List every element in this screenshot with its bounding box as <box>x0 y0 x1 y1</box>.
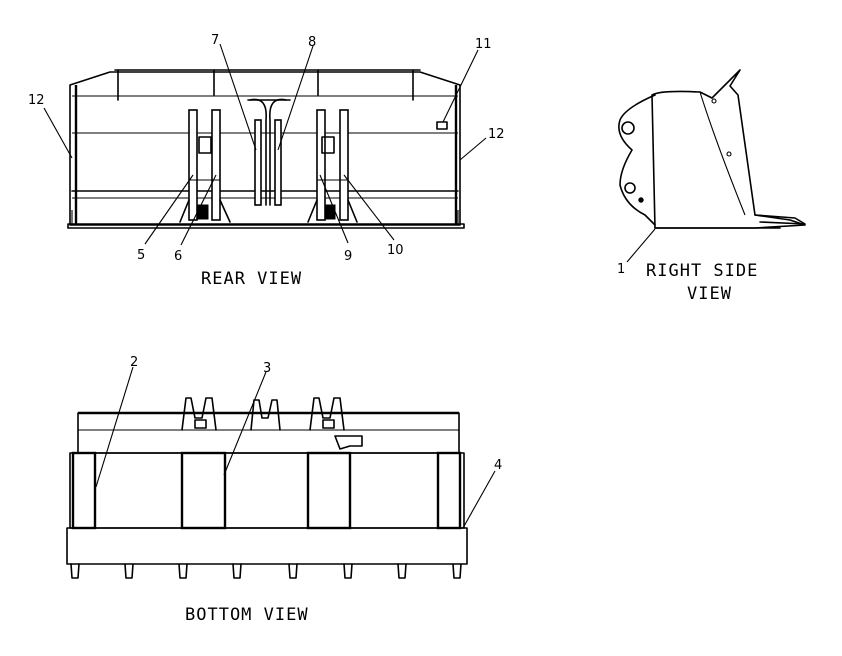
callout-6: 6 <box>174 249 182 264</box>
callout-9: 9 <box>344 249 352 264</box>
callout-1: 1 <box>617 262 625 277</box>
callout-3: 3 <box>263 361 271 376</box>
bucket-teeth <box>70 563 462 579</box>
callout-11: 11 <box>475 37 492 52</box>
callout-12-left: 12 <box>28 93 45 108</box>
bottom-view-leaders <box>95 366 496 529</box>
right-side-view-drawing <box>618 69 806 229</box>
callout-8: 8 <box>308 35 316 50</box>
rear-view-leaders <box>43 43 487 246</box>
callout-12-right: 12 <box>488 127 505 142</box>
callout-4: 4 <box>494 458 502 473</box>
bottom-view-drawing <box>66 397 468 579</box>
right-side-view-leaders <box>626 228 656 263</box>
rear-view-drawing <box>67 69 465 229</box>
rear-view-title: REAR VIEW <box>201 269 302 289</box>
callout-2: 2 <box>130 355 138 370</box>
right-side-view-title-line2: VIEW <box>687 284 732 304</box>
bottom-view-title: BOTTOM VIEW <box>185 605 309 625</box>
callout-10: 10 <box>387 243 404 258</box>
right-side-view-title-line1: RIGHT SIDE <box>646 261 758 281</box>
callout-7: 7 <box>211 33 219 48</box>
callout-5: 5 <box>137 248 145 263</box>
